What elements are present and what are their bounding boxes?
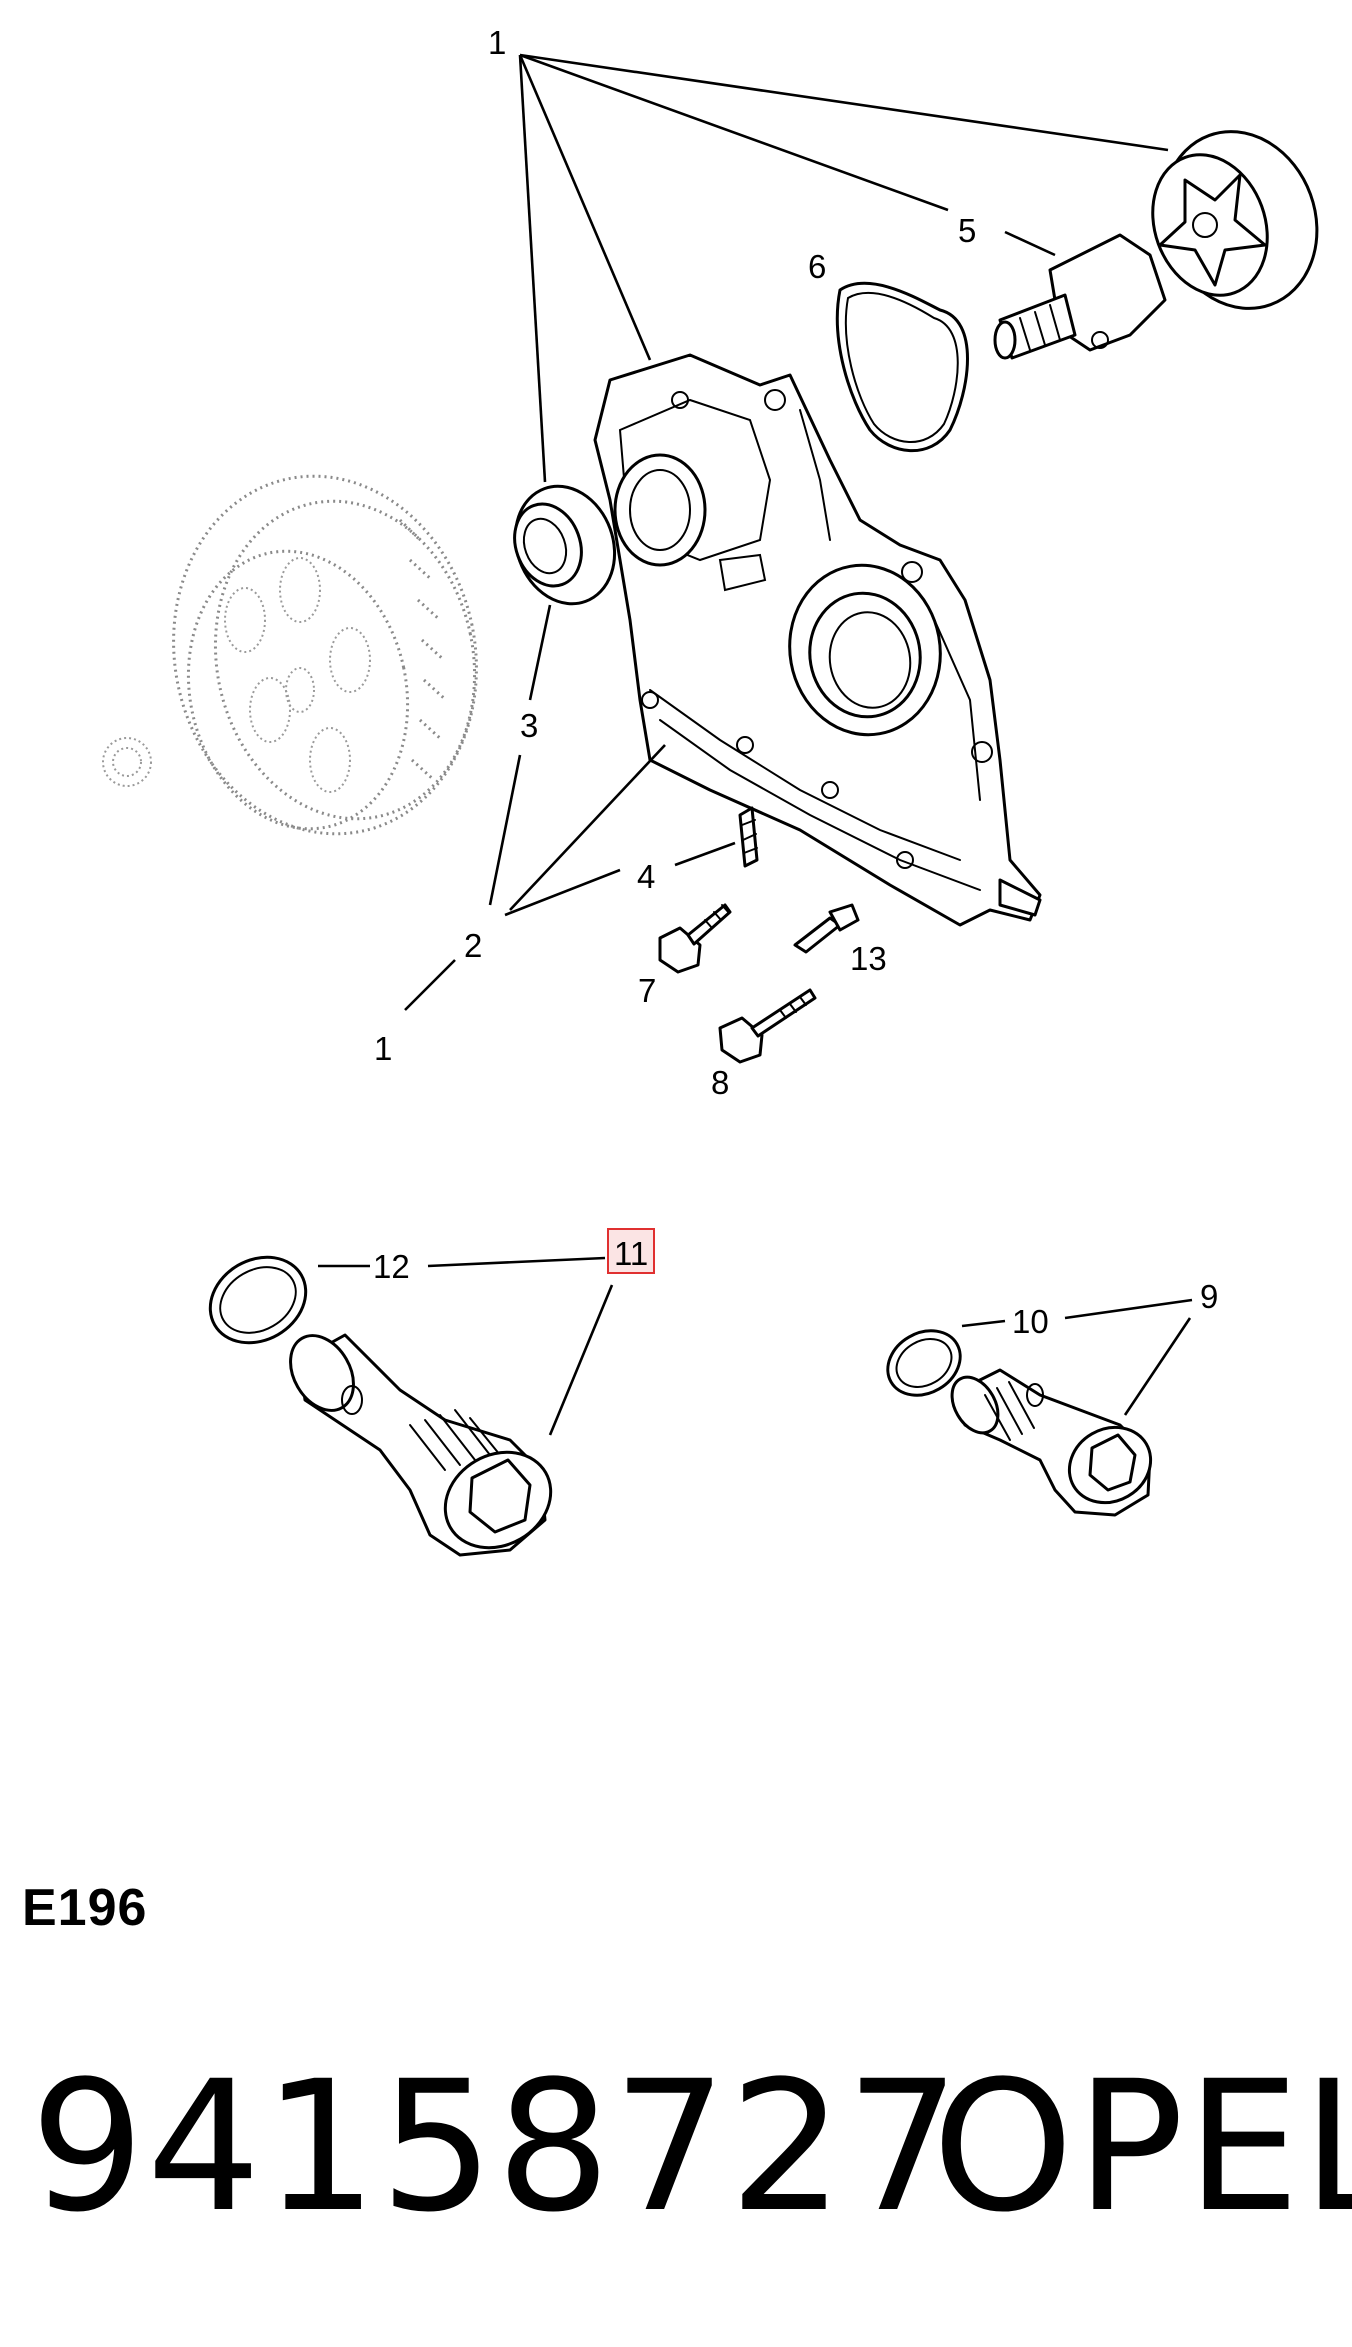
oil-pump-rotor-icon [1151,130,1319,310]
bolt-icon [658,903,732,974]
stud-icon [738,806,759,868]
crankshaft-gear-icon [172,474,478,836]
callout-9: 9 [1200,1278,1218,1315]
callout-labels: 1 5 6 3 4 2 1 7 13 8 12 11 10 9 [373,24,1218,1340]
leader-lines [318,53,1193,1436]
small-dotted-part-icon [102,737,152,787]
callout-7: 7 [638,972,656,1009]
callout-8: 8 [711,1064,729,1101]
callout-11: 11 [614,1235,648,1272]
sealing-ring-icon-small [886,1329,962,1397]
bolt-icon-long [718,988,817,1064]
callout-11-highlight [607,1228,655,1274]
callout-3: 3 [520,707,538,744]
diagram-code: E196 [22,1879,148,1937]
banjo-bolt-icon-small [950,1368,1153,1517]
brand-name: OPEL [932,2043,1352,2252]
callout-13: 13 [850,940,887,977]
callout-10: 10 [1012,1303,1049,1340]
dowel-pin-icon [793,903,860,954]
pressure-relief-valve-icon [993,233,1167,360]
oil-pump-housing-icon [593,353,1042,927]
callout-4: 4 [637,858,655,895]
part-number: 94158727 [30,2043,963,2252]
gasket-icon [835,281,969,453]
callout-1-bottom: 1 [374,1030,392,1067]
callout-5: 5 [958,212,976,249]
callout-2: 2 [464,927,482,964]
callout-12: 12 [373,1248,410,1285]
banjo-bolt-icon [289,1333,553,1557]
callout-1-top: 1 [488,24,506,61]
callout-6: 6 [808,248,826,285]
sealing-ring-icon [208,1255,308,1345]
shaft-seal-icon [513,484,617,606]
